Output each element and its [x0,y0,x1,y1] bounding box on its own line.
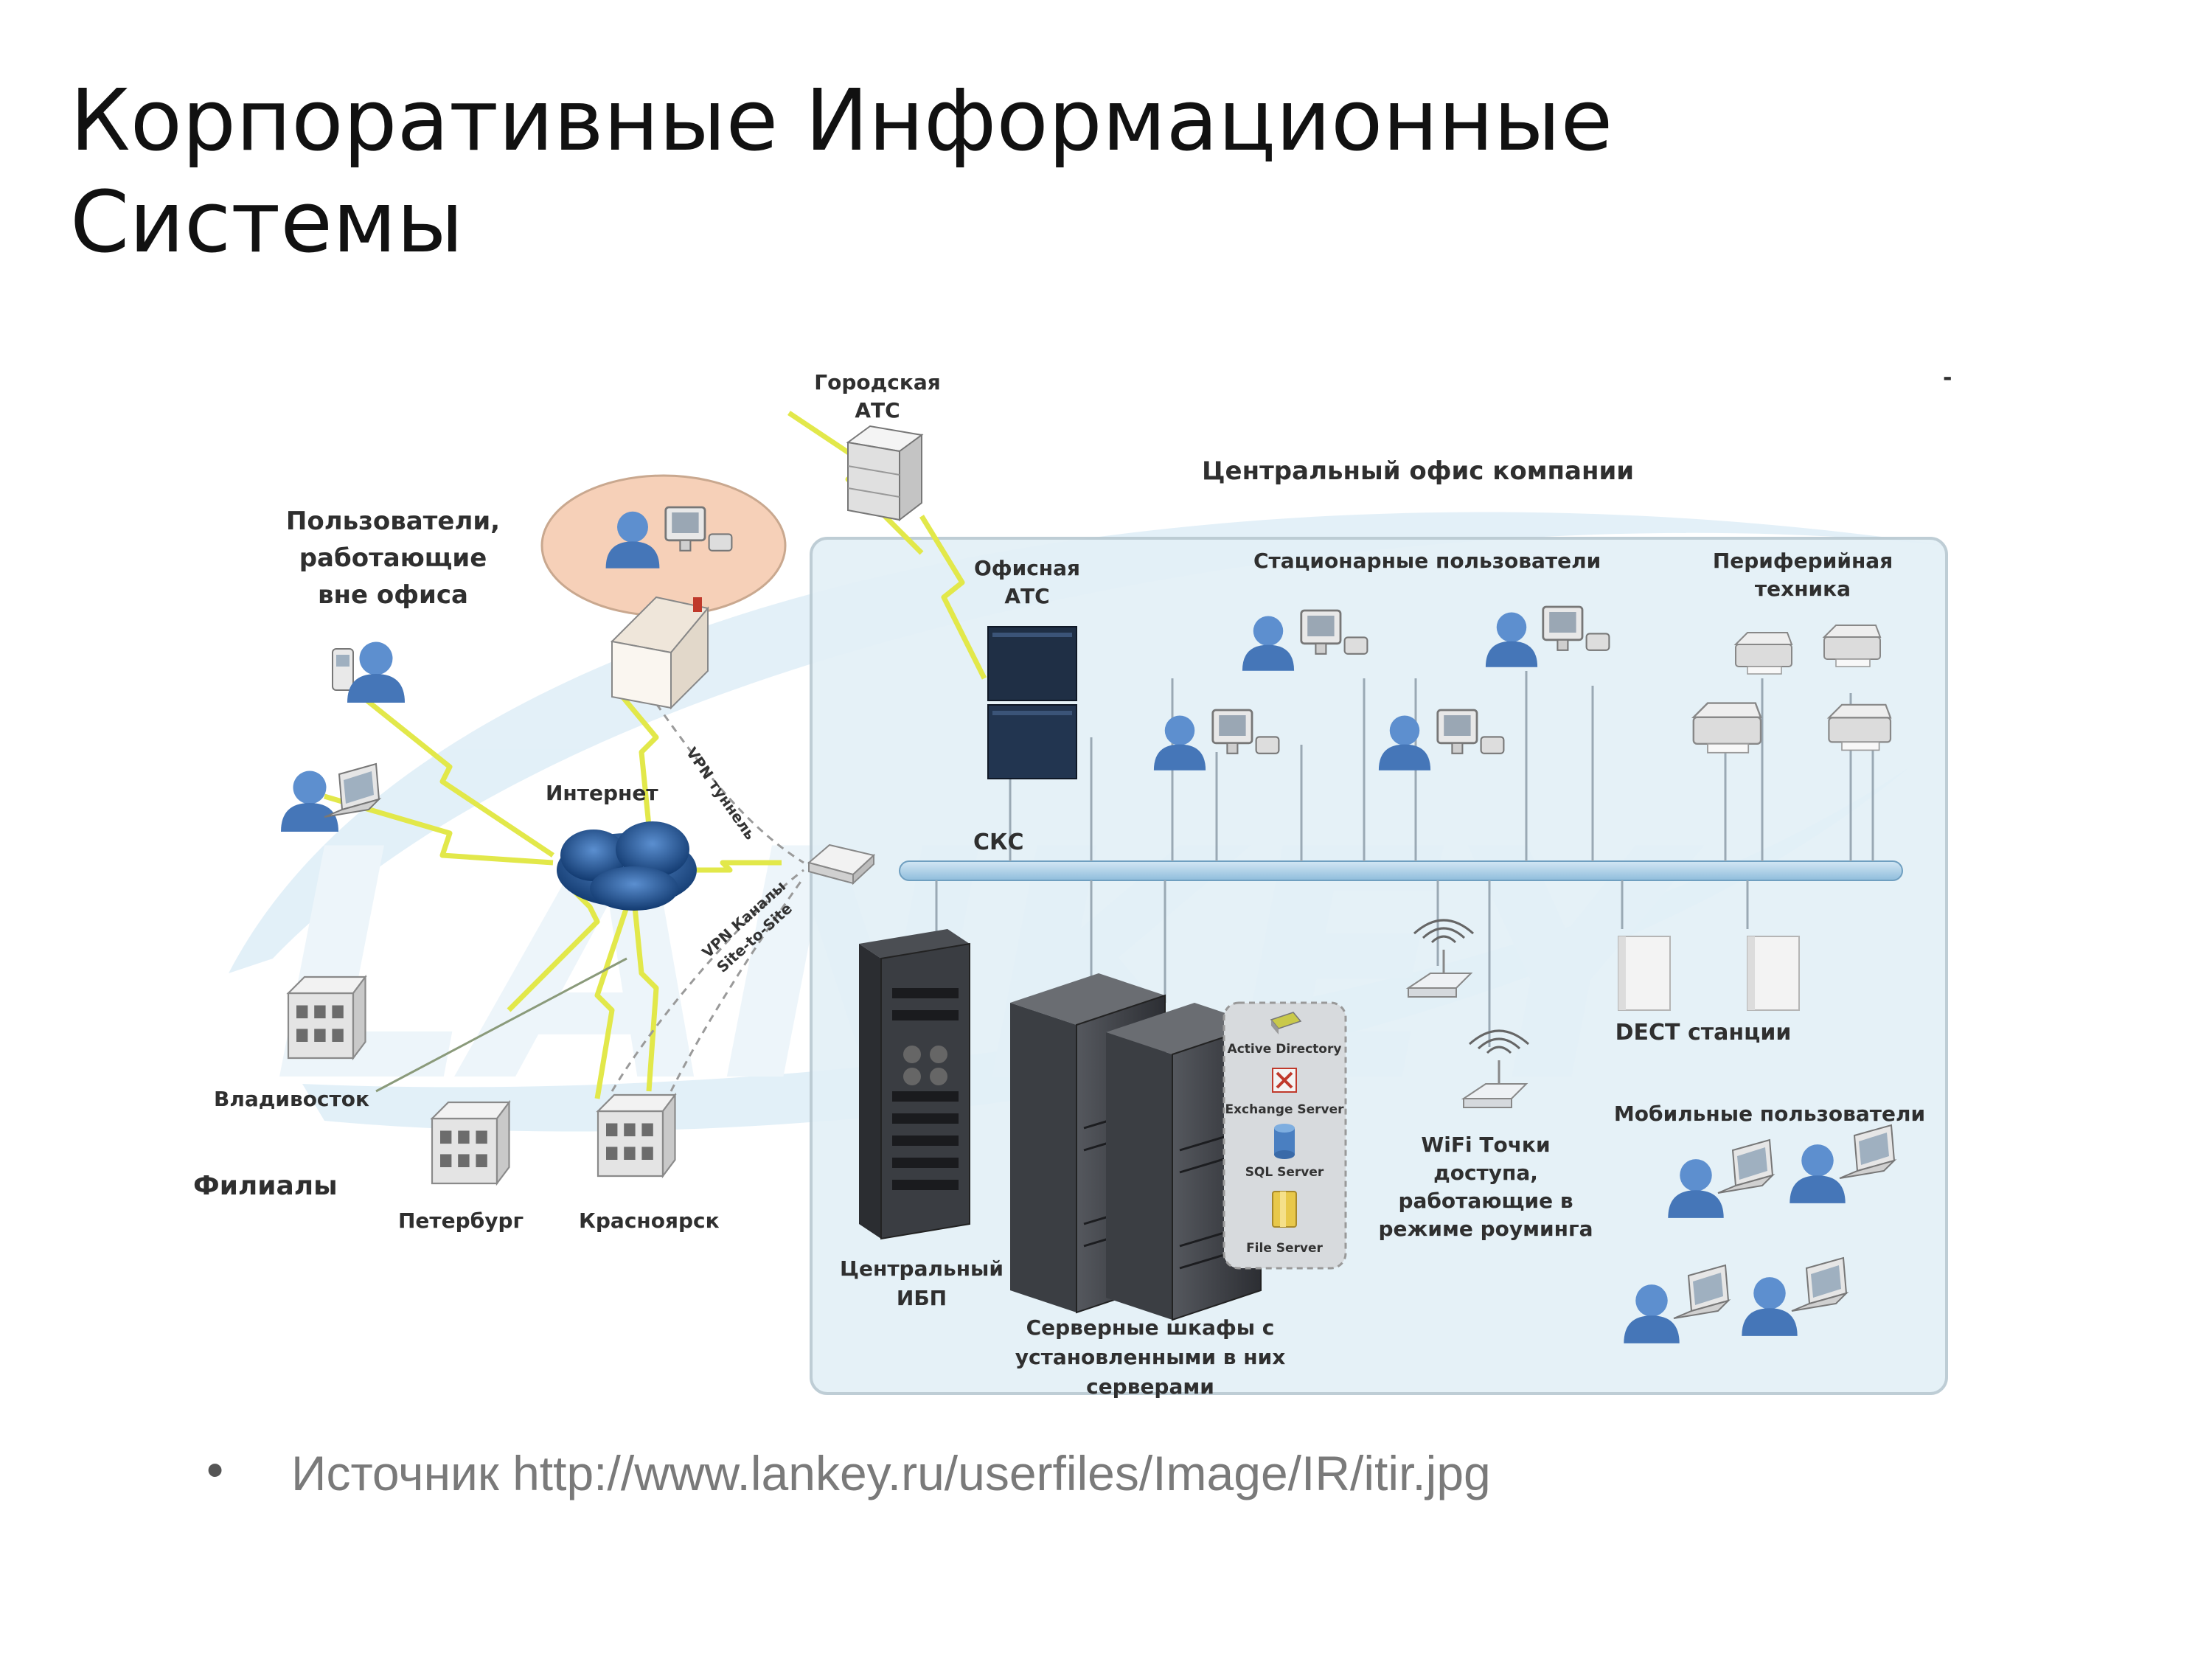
sql-server-icon [1274,1124,1295,1159]
remote-users-label-1: Пользователи, [286,507,500,536]
sql-server-label: SQL Server [1245,1165,1324,1180]
office-ats-label-2: АТС [1004,584,1049,608]
source-text: Источник http://www.lankey.ru/userfiles/… [291,1446,1491,1500]
petersburg-label: Петербург [398,1208,524,1233]
wifi-label-2: доступа, [1433,1161,1538,1185]
racks-label-3: серверами [1086,1374,1214,1399]
dect-station-icon-1 [1618,936,1671,1011]
dect-station-icon-2 [1747,936,1800,1011]
central-ups-icon [859,929,970,1240]
remote-users-label-3: вне офиса [318,580,468,610]
internet-label: Интернет [546,781,658,805]
network-diagram: LANKEY - [140,354,2020,1430]
central-office-label: Центральный офис компании [1202,456,1634,486]
dect-label: DECT станции [1615,1020,1792,1046]
ups-label-2: ИБП [897,1286,947,1310]
ups-label-1: Центральный [840,1256,1004,1281]
title-line-2: Системы [70,173,464,272]
stationary-users-label: Стационарные пользователи [1253,549,1601,573]
wifi-label-3: работающие в [1398,1189,1573,1213]
city-ats-icon [846,425,924,522]
peripheral-label-2: техника [1755,577,1851,601]
city-ats-label-1: Городская [814,370,940,394]
exchange-server-icon [1272,1068,1297,1093]
bullet-icon: • [206,1442,224,1497]
file-server-icon [1272,1191,1297,1228]
peripheral-label-1: Периферийная [1713,549,1893,573]
krasnoyarsk-building-icon [597,1093,676,1178]
vpn-dashed-links [375,692,805,1093]
active-directory-label: Active Directory [1228,1042,1342,1057]
mobile-users-label: Мобильные пользователи [1614,1102,1925,1126]
remote-phone-user-icon [347,641,405,703]
corner-dash: - [1943,365,1952,391]
active-directory-icon [1270,1012,1302,1034]
mobile-phone-icon [332,648,354,691]
home-users-bubble [540,474,787,617]
branches-label: Филиалы [193,1171,338,1201]
house-icon [610,596,709,710]
city-ats-label-2: АТС [855,398,900,422]
petersburg-building-icon [431,1101,510,1185]
wifi-label-4: режиме роуминга [1378,1217,1593,1241]
racks-label-2: установленными в них [1015,1345,1286,1369]
title-line-1: Корпоративные Информационные [70,72,1613,170]
internet-cloud-icon [557,821,697,911]
office-ats-label-1: Офисная [974,556,1080,580]
scs-label: СКС [973,830,1024,855]
vladivostok-label: Владивосток [214,1087,369,1111]
remote-users-label-2: работающие [299,543,487,573]
page-title: Корпоративные Информационные Системы [70,70,1840,274]
exchange-server-label: Exchange Server [1225,1102,1344,1117]
wifi-label-1: WiFi Точки [1421,1133,1550,1157]
krasnoyarsk-label: Красноярск [579,1208,720,1233]
racks-label-1: Серверные шкафы с [1026,1315,1275,1340]
router-icon [807,844,876,886]
office-ats-icon [987,626,1077,779]
file-server-label: File Server [1246,1241,1323,1256]
vladivostok-building-icon [287,975,366,1060]
